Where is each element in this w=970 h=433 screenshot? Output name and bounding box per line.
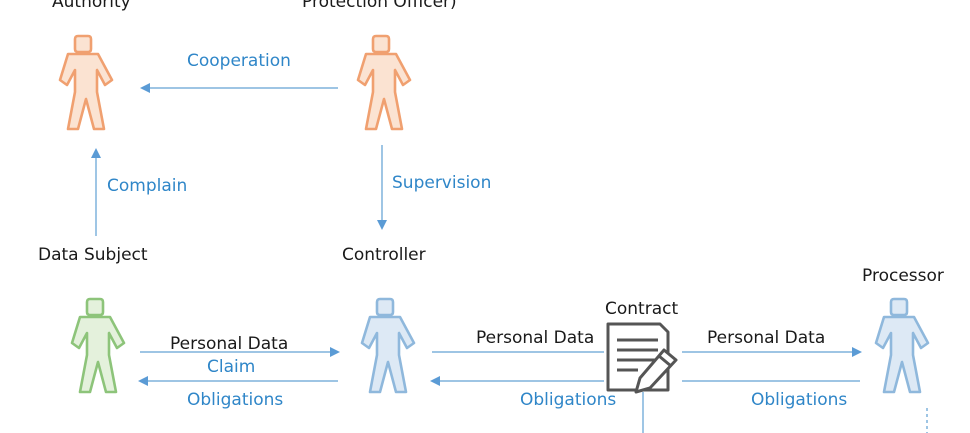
controller-person-icon: [360, 297, 416, 394]
authority-label: Authority: [52, 0, 131, 12]
processor-label: Processor: [862, 266, 944, 286]
data-subject-label: Data Subject: [38, 245, 148, 265]
obligations-label-3: Obligations: [751, 390, 848, 410]
personal-data-label-2: Personal Data: [476, 328, 595, 348]
cooperation-label: Cooperation: [187, 51, 291, 71]
complain-label: Complain: [107, 176, 188, 196]
dpo-person-icon: [356, 34, 412, 131]
authority-person-icon: [58, 34, 114, 131]
processor-person-icon: [874, 297, 930, 394]
dpo-label: Protection Officer): [302, 0, 457, 12]
data-subject-person-icon: [70, 297, 126, 394]
contract-label: Contract: [605, 299, 679, 319]
obligations-label-2: Obligations: [520, 390, 617, 410]
supervision-label: Supervision: [392, 173, 492, 193]
claim-label: Claim: [207, 357, 256, 377]
controller-label: Controller: [342, 245, 426, 265]
personal-data-label-3: Personal Data: [707, 328, 826, 348]
personal-data-label-1: Personal Data: [170, 334, 289, 354]
contract-document-icon: [606, 322, 678, 394]
obligations-label-1: Obligations: [187, 390, 284, 410]
